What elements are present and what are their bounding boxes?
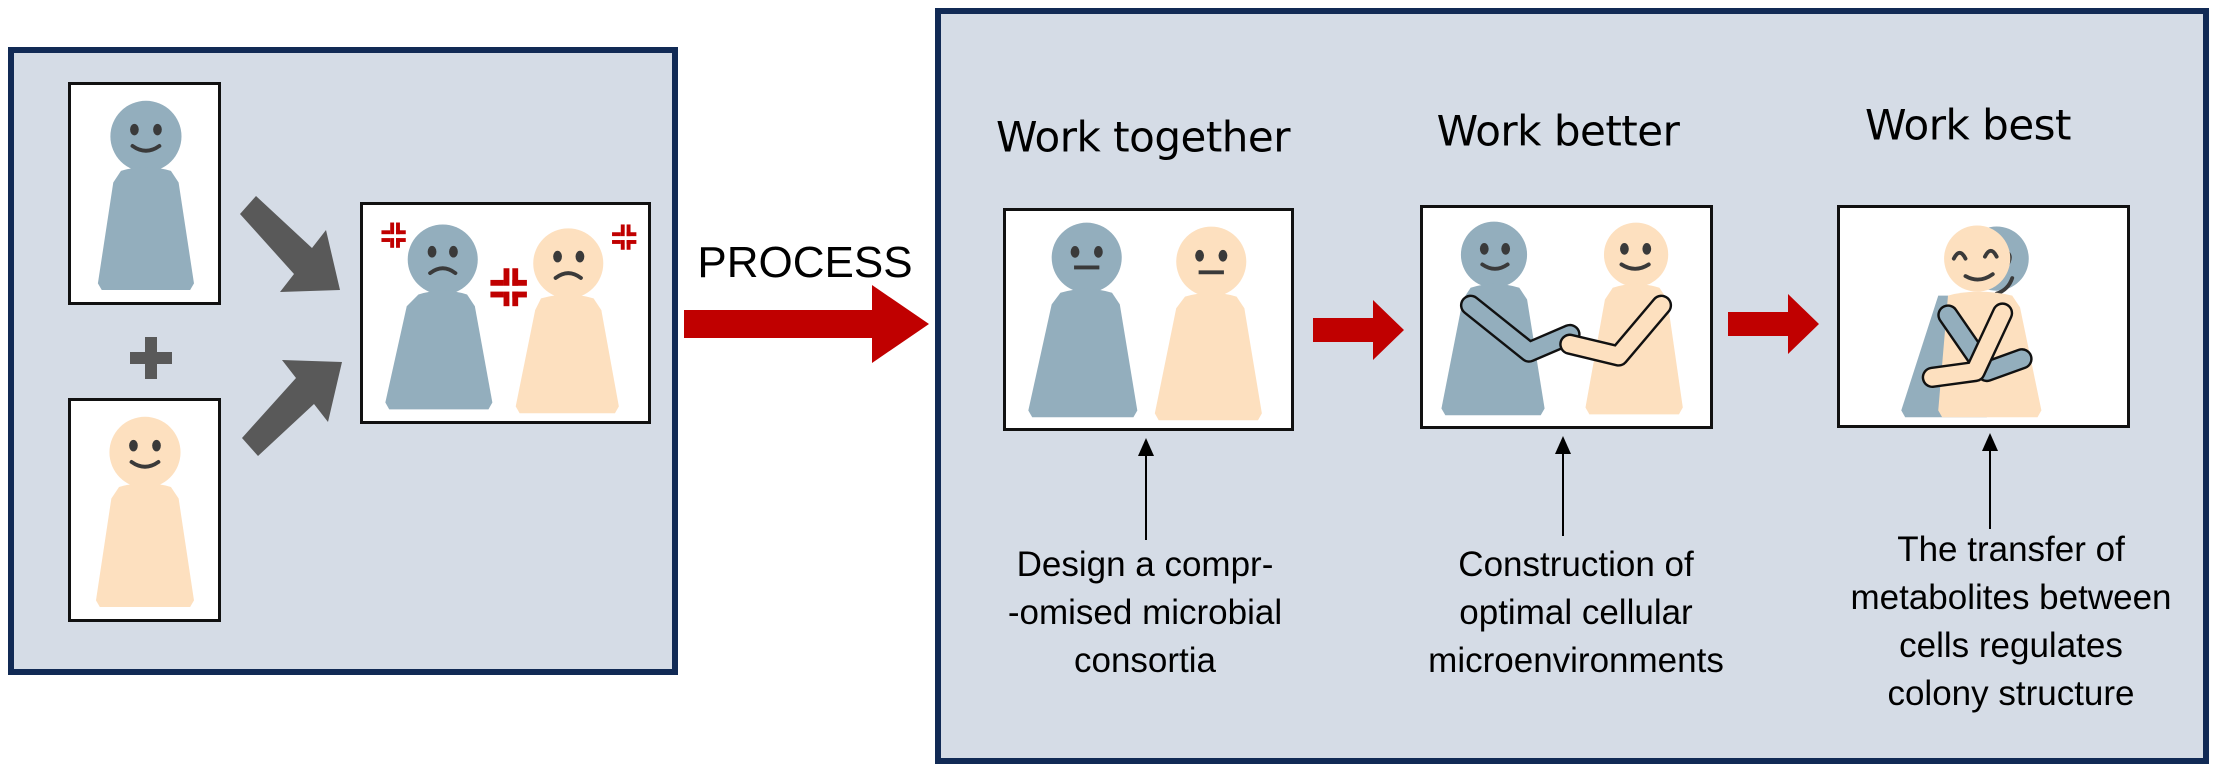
description-line: consortia — [1073, 641, 1217, 680]
description-line: Design a compr- — [1016, 545, 1274, 584]
blue-happy-figure-icon — [97, 100, 194, 291]
process-arrow-icon — [684, 285, 929, 363]
description-line: The transfer of — [1897, 530, 2125, 569]
holding-hands-pair-icon — [1441, 221, 1683, 416]
stage-description-3: The transfer of metabolites between cell… — [1850, 526, 2171, 718]
pointer-arrow-1-icon — [1138, 438, 1154, 540]
peach-microbe-card — [68, 398, 221, 622]
conflict-scene-icon — [381, 222, 637, 414]
description-line: cells regulates — [1899, 626, 2123, 665]
description-line: microenvironments — [1428, 641, 1724, 680]
merge-arrow-down-icon — [240, 196, 340, 292]
stage-card-work-better — [1420, 205, 1713, 429]
stage-arrow-1-icon — [1313, 300, 1404, 360]
merge-arrow-up-icon — [242, 360, 342, 456]
process-label: PROCESS — [697, 238, 913, 287]
anger-mark-icon — [381, 222, 637, 307]
stage-title-work-together: Work together — [995, 112, 1291, 162]
stage-description-1: Design a compr- -omised microbial consor… — [1008, 541, 1282, 685]
pointer-arrow-3-icon — [1982, 433, 1998, 529]
stage-card-work-together — [1003, 208, 1294, 431]
description-line: colony structure — [1887, 674, 2135, 713]
pointer-arrow-2-icon — [1555, 436, 1571, 536]
stage-description-2: Construction of optimal cellular microen… — [1428, 541, 1724, 685]
stage-title-work-best: Work best — [1864, 100, 2072, 150]
conflict-card — [360, 202, 651, 424]
plus-icon — [130, 337, 172, 379]
description-line: -omised microbial — [1007, 593, 1283, 632]
hugging-pair-icon — [1901, 225, 2042, 418]
blue-microbe-card — [68, 82, 221, 305]
description-line: metabolites between — [1850, 578, 2172, 617]
neutral-pair-icon — [1028, 222, 1262, 421]
description-line: Construction of — [1458, 545, 1694, 584]
stage-arrow-2-icon — [1728, 294, 1819, 354]
description-line: optimal cellular — [1459, 593, 1693, 632]
stage-card-work-best — [1837, 205, 2130, 428]
peach-happy-figure-icon — [95, 416, 194, 608]
stage-title-work-better: Work better — [1436, 106, 1680, 156]
